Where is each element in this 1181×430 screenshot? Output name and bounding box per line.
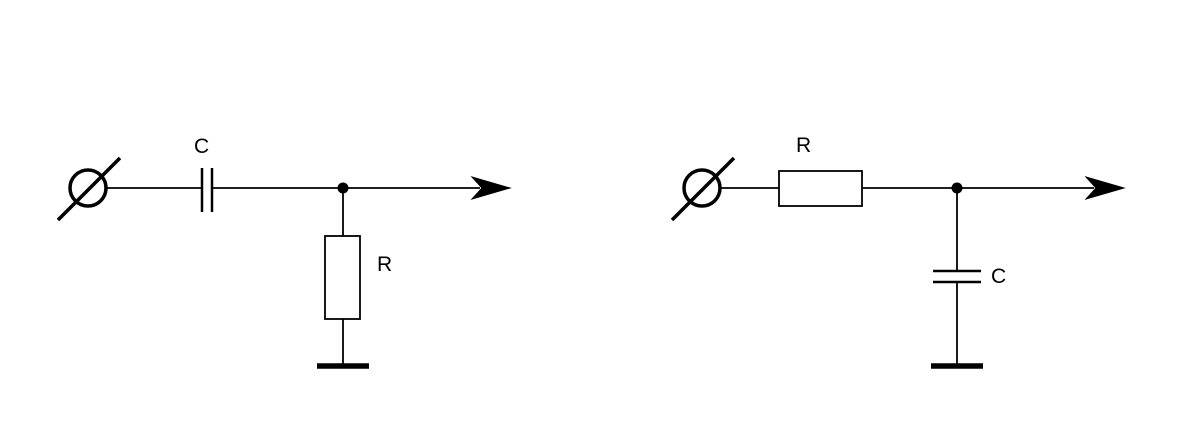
capacitor-symbol: [933, 269, 981, 284]
resistor-symbol: [778, 170, 863, 207]
input-terminal-icon: [670, 156, 736, 222]
capacitor-symbol: [200, 168, 214, 212]
output-arrow-icon: [1084, 176, 1126, 200]
output-arrow-icon: [470, 176, 512, 200]
circuit-low-pass: [670, 156, 1126, 369]
capacitor-label: C: [991, 265, 1006, 288]
resistor-label: R: [377, 253, 392, 276]
resistor-label: R: [796, 134, 811, 157]
circuit-high-pass: [56, 156, 512, 369]
capacitor-label: C: [194, 135, 209, 158]
input-terminal-icon: [56, 156, 122, 222]
resistor-symbol: [324, 235, 361, 320]
